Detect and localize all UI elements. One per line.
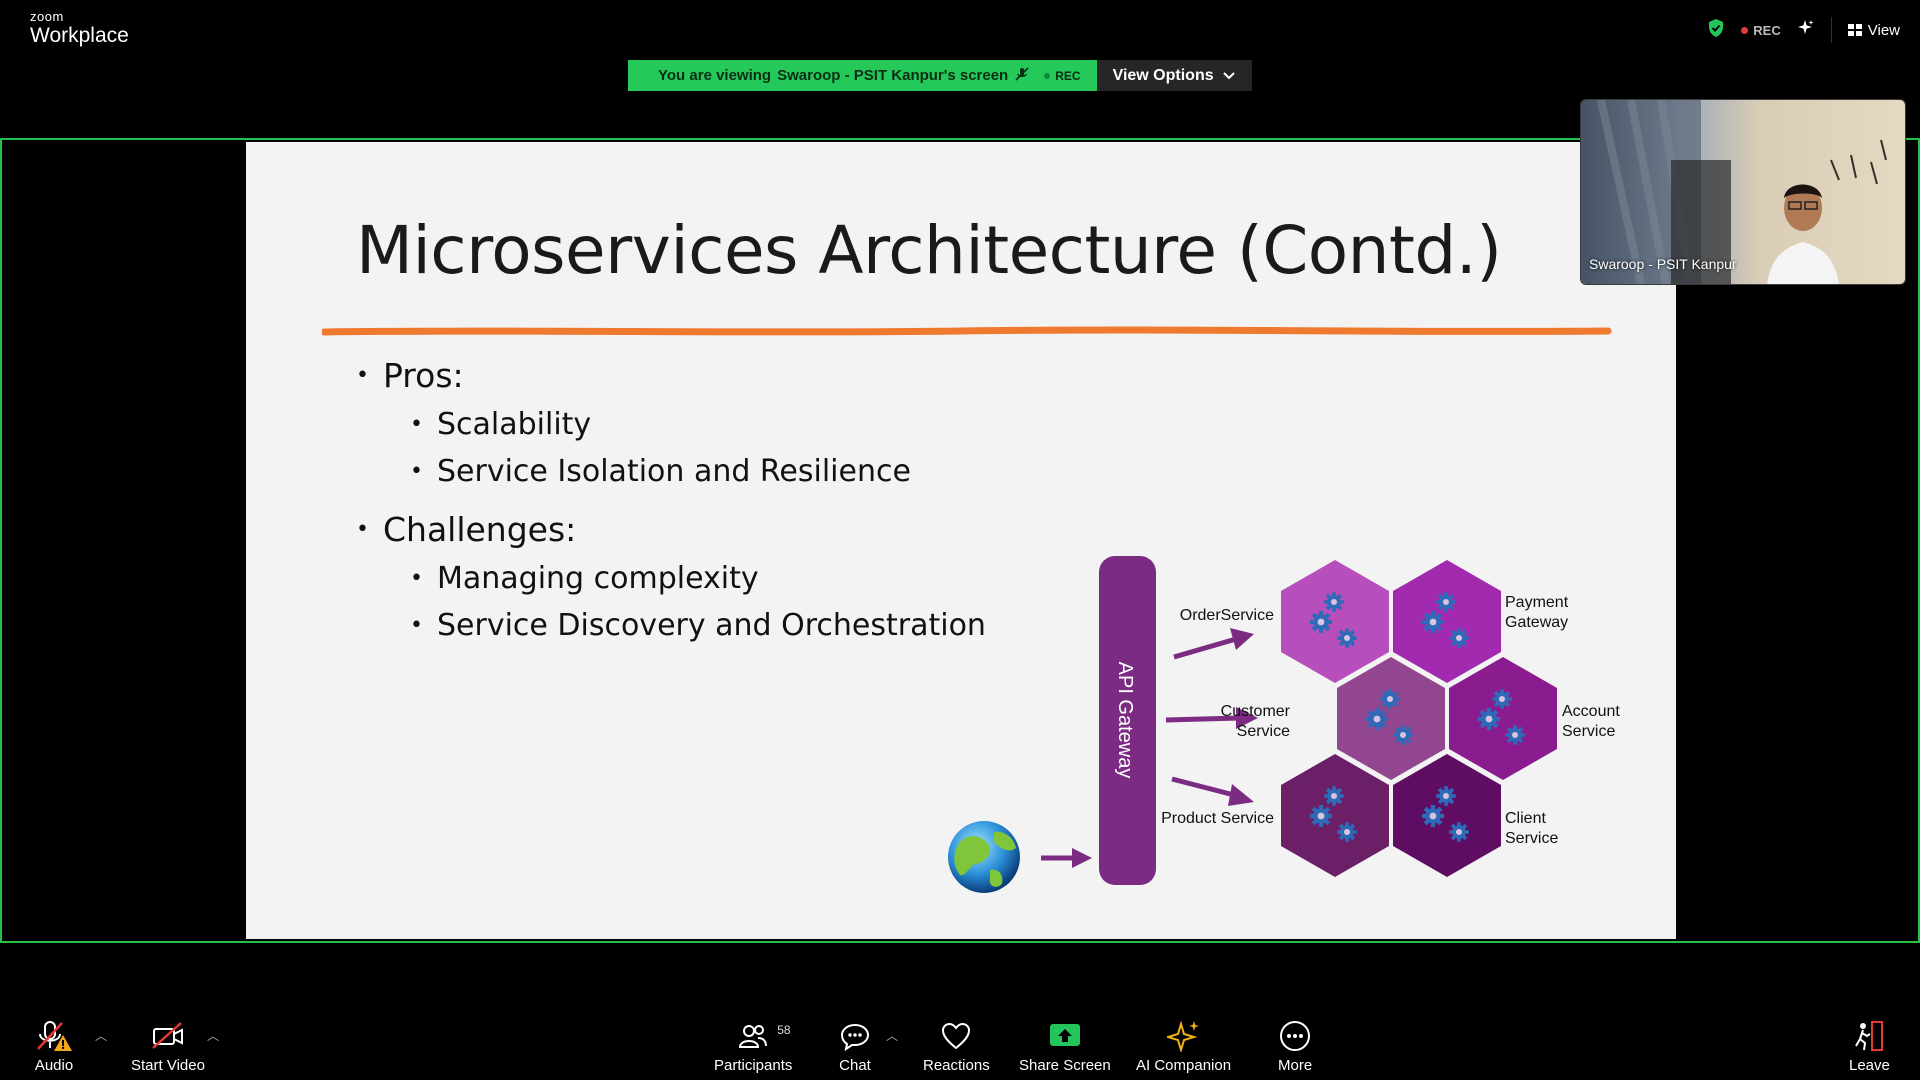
viewing-prefix: You are viewing <box>658 67 772 84</box>
slide-title: Microservices Architecture (Contd.) <box>356 212 1502 289</box>
meeting-toolbar: Audio ︿ Start Video ︿ 58 Participants <box>0 1013 1920 1080</box>
audio-button[interactable]: Audio <box>34 1019 74 1074</box>
chat-icon <box>840 1023 870 1051</box>
title-underline <box>322 326 1612 336</box>
screen-share-banner: You are viewing Swaroop - PSIT Kanpur's … <box>628 60 1252 91</box>
zoom-logo: zoom Workplace <box>30 10 129 48</box>
chevron-down-icon <box>1222 71 1235 79</box>
video-off-icon <box>152 1022 183 1049</box>
mic-muted-icon <box>1014 66 1030 86</box>
hex-order-service <box>1281 560 1389 683</box>
hex-payment-gateway <box>1393 560 1501 683</box>
chat-options-chevron-icon[interactable]: ︿ <box>886 1029 899 1043</box>
heart-icon <box>942 1022 971 1050</box>
challenges-item: Managing complexity <box>436 561 759 596</box>
label-account-1: Account <box>1562 703 1620 720</box>
pros-item: Service Isolation and Resilience <box>436 454 911 489</box>
participant-video-tile[interactable]: Swaroop - PSIT Kanpur <box>1580 99 1906 285</box>
label-payment-2: Gateway <box>1505 614 1568 631</box>
hex-customer-service <box>1337 657 1445 780</box>
top-bar: zoom Workplace REC View <box>0 0 1920 60</box>
view-options-button[interactable]: View Options <box>1096 60 1252 91</box>
leave-button[interactable]: Leave <box>1849 1019 1890 1074</box>
list-item: •Service Discovery and Orchestration <box>410 608 986 643</box>
reactions-button[interactable]: Reactions <box>923 1019 990 1074</box>
label-client-1: Client <box>1505 810 1546 827</box>
top-right-controls: REC View <box>1707 17 1900 43</box>
presentation-slide: Microservices Architecture (Contd.) •Pro… <box>246 142 1676 939</box>
list-item: •Service Isolation and Resilience <box>410 454 911 489</box>
hex-client-service <box>1393 754 1501 877</box>
ai-companion-label: AI Companion <box>1136 1057 1232 1074</box>
sparkle-icon[interactable] <box>1797 19 1815 41</box>
label-order-service: OrderService <box>1180 607 1274 624</box>
ai-companion-button[interactable]: AI Companion <box>1136 1019 1231 1074</box>
video-options-chevron-icon[interactable]: ︿ <box>207 1029 220 1043</box>
label-customer-service-1: Customer <box>1221 703 1291 720</box>
view-button[interactable]: View <box>1847 21 1900 39</box>
audio-options-chevron-icon[interactable]: ︿ <box>95 1029 108 1043</box>
label-payment-1: Payment <box>1505 594 1569 611</box>
api-gateway-bar <box>1099 556 1156 885</box>
pros-item: Scalability <box>436 407 592 442</box>
leave-icon <box>1855 1021 1884 1051</box>
participant-name: Swaroop - PSIT Kanpur <box>1589 256 1737 272</box>
view-label: View <box>1867 21 1900 39</box>
list-item: •Managing complexity <box>410 561 759 596</box>
participants-count: 58 <box>777 1023 791 1037</box>
brand-big: Workplace <box>30 24 129 47</box>
list-item: •Pros: <box>356 355 464 395</box>
reactions-label: Reactions <box>923 1057 990 1074</box>
hex-account-service <box>1449 657 1557 780</box>
label-client-2: Service <box>1505 830 1558 847</box>
api-gateway-label: API Gateway <box>1114 662 1136 779</box>
share-screen-icon <box>1049 1024 1080 1046</box>
pros-heading: Pros: <box>382 355 464 395</box>
leave-label: Leave <box>1849 1057 1890 1074</box>
more-label: More <box>1278 1057 1313 1074</box>
banner-recording-indicator: REC <box>1044 68 1081 83</box>
grid-icon <box>1847 24 1862 36</box>
mic-muted-warning-icon <box>37 1021 72 1051</box>
chat-button[interactable]: Chat <box>839 1019 871 1074</box>
view-options-label: View Options <box>1112 66 1214 84</box>
recording-indicator[interactable]: REC <box>1741 22 1781 38</box>
start-video-button[interactable]: Start Video <box>131 1019 205 1074</box>
ai-sparkle-icon <box>1166 1020 1199 1052</box>
label-product-service: Product Service <box>1161 810 1274 827</box>
hex-product-service <box>1281 754 1389 877</box>
participant-video-feed <box>1581 100 1905 284</box>
label-account-2: Service <box>1562 723 1615 740</box>
more-button[interactable]: More <box>1278 1019 1312 1074</box>
presenter-screen-name: Swaroop - PSIT Kanpur's screen <box>777 67 1009 84</box>
label-customer-service-2: Service <box>1237 723 1290 740</box>
start-video-label: Start Video <box>131 1057 205 1074</box>
recording-dot-icon <box>1044 72 1051 79</box>
globe-icon <box>948 821 1020 893</box>
shield-icon[interactable] <box>1707 18 1725 42</box>
rec-label: REC <box>1753 22 1781 38</box>
shared-screen-area: Microservices Architecture (Contd.) •Pro… <box>0 138 1920 943</box>
divider <box>1830 17 1832 43</box>
audio-label: Audio <box>34 1057 74 1074</box>
list-item: •Scalability <box>410 407 592 442</box>
bullet-list: •Pros: •Scalability •Service Isolation a… <box>356 349 986 649</box>
banner-rec-label: REC <box>1055 68 1081 83</box>
share-screen-label: Share Screen <box>1019 1057 1111 1074</box>
service-hexagons <box>1281 560 1557 877</box>
brand-small: zoom <box>30 9 64 24</box>
participants-icon <box>739 1025 768 1048</box>
challenges-item: Service Discovery and Orchestration <box>436 608 986 643</box>
participants-label: Participants <box>714 1057 793 1074</box>
more-icon <box>1280 1021 1311 1051</box>
viewing-notice: You are viewing Swaroop - PSIT Kanpur's … <box>628 60 1097 91</box>
recording-dot-icon <box>1741 26 1749 34</box>
list-item: •Challenges: <box>356 509 577 549</box>
participants-button[interactable]: 58 Participants <box>714 1019 792 1074</box>
share-screen-button[interactable]: Share Screen <box>1019 1019 1111 1074</box>
challenges-heading: Challenges: <box>382 509 577 549</box>
chat-label: Chat <box>839 1057 871 1074</box>
